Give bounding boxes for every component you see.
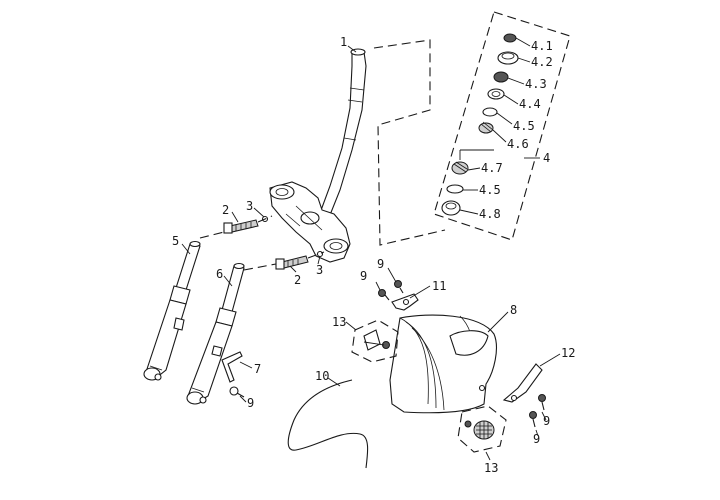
fender-bracket-12 — [502, 363, 543, 403]
label-part-8: 8 — [510, 303, 517, 317]
speedometer-cable — [287, 379, 369, 469]
clamp-bolt-lower — [243, 255, 309, 271]
label-part-7: 7 — [254, 362, 261, 376]
fork-leg-right — [186, 262, 245, 405]
label-part-4-8: 4.8 — [479, 207, 501, 221]
fender-bracket-11 — [391, 293, 419, 311]
stem-group-dashed-outline — [373, 39, 446, 246]
label-part-11: 11 — [432, 279, 446, 293]
reflector-upper — [363, 329, 390, 351]
label-part-5: 5 — [172, 234, 179, 248]
bearing-kit-parts — [441, 33, 519, 216]
label-part-4-7: 4.7 — [481, 161, 503, 175]
label-part-12: 12 — [561, 346, 575, 360]
label-part-9-d: 9 — [533, 432, 540, 446]
label-part-1: 1 — [340, 35, 347, 49]
label-part-4-5-upper: 4.5 — [513, 119, 535, 133]
label-part-9-b: 9 — [377, 257, 384, 271]
reflector-lower — [464, 420, 495, 440]
label-part-4-6: 4.6 — [507, 137, 529, 151]
label-part-2-upper: 2 — [222, 203, 229, 217]
bolt-9-fork — [229, 386, 245, 398]
label-part-4-5-lower: 4.5 — [479, 183, 501, 197]
leader-lines — [181, 45, 561, 461]
bolt-9-c — [538, 394, 546, 411]
bolt-9-a — [378, 289, 390, 301]
label-part-3-lower: 3 — [316, 263, 323, 277]
label-part-13-upper: 13 — [332, 315, 346, 329]
triple-clamp — [269, 181, 351, 263]
label-part-13-lower: 13 — [484, 461, 498, 475]
label-part-2-lower: 2 — [294, 273, 301, 287]
bearing-kit-leaders — [459, 37, 540, 215]
label-part-4-2: 4.2 — [531, 55, 553, 69]
bolt-9-d — [529, 411, 537, 428]
brake-hose-bracket — [221, 351, 243, 383]
fork-leg-left — [143, 240, 201, 381]
label-part-4: 4 — [543, 151, 550, 165]
label-part-6: 6 — [216, 267, 223, 281]
washer-lower — [316, 250, 324, 258]
label-part-10: 10 — [315, 369, 329, 383]
reflector-outline-upper — [351, 319, 399, 363]
label-part-4-4: 4.4 — [519, 97, 541, 111]
callout-labels: 1 2 3 2 3 4 4.1 4.2 4.3 4.4 4.5 4.6 4.7 … — [172, 35, 575, 475]
label-part-9-fork: 9 — [247, 396, 254, 410]
label-part-9-a: 9 — [360, 269, 367, 283]
clamp-bolt-upper — [199, 219, 259, 239]
label-part-4-3: 4.3 — [525, 77, 547, 91]
bolt-9-b — [394, 280, 404, 294]
label-part-4-1: 4.1 — [531, 39, 553, 53]
label-part-3-upper: 3 — [246, 199, 253, 213]
steering-stem — [319, 48, 367, 216]
label-part-9-c: 9 — [543, 414, 550, 428]
reflector-outline-lower — [457, 405, 507, 453]
front-fender — [389, 314, 497, 414]
